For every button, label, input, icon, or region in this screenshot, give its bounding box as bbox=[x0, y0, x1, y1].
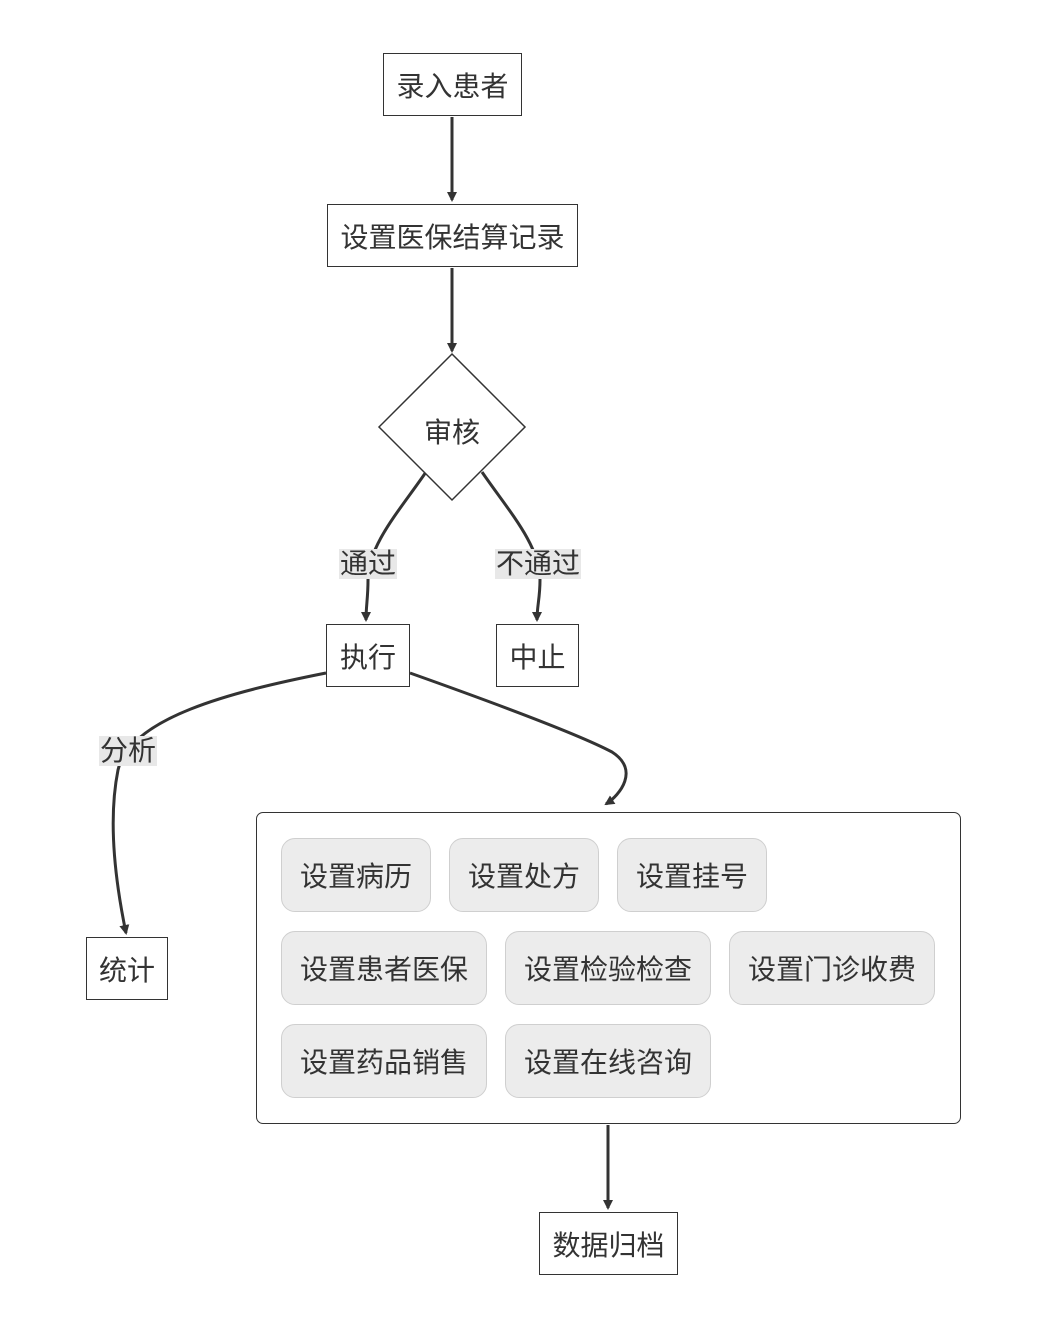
edge-execute-to-group bbox=[409, 671, 628, 806]
edge-label-fail: 不通过 bbox=[495, 547, 582, 580]
edge-review-to-execute bbox=[361, 471, 428, 622]
group-item-patient-insurance: 设置患者医保 bbox=[281, 931, 487, 1005]
node-archive: 数据归档 bbox=[539, 1212, 678, 1275]
node-abort: 中止 bbox=[496, 624, 579, 687]
node-statistics: 统计 bbox=[86, 937, 168, 1000]
group-item-online-consult: 设置在线咨询 bbox=[505, 1024, 711, 1098]
node-review: 审核 bbox=[424, 416, 481, 449]
edge-label-pass: 通过 bbox=[339, 547, 398, 580]
group-item-lab-exam: 设置检验检查 bbox=[505, 931, 711, 1005]
node-set-insurance-settlement: 设置医保结算记录 bbox=[327, 204, 578, 267]
group-item-medical-record: 设置病历 bbox=[281, 838, 431, 912]
edge-review-to-abort bbox=[480, 471, 543, 622]
node-execute: 执行 bbox=[326, 624, 410, 687]
edge-label-analyze: 分析 bbox=[99, 734, 158, 767]
review-decision-diamond bbox=[377, 352, 527, 502]
group-item-prescription: 设置处方 bbox=[449, 838, 599, 912]
group-item-outpatient-fee: 设置门诊收费 bbox=[729, 931, 935, 1005]
group-item-drug-sales: 设置药品销售 bbox=[281, 1024, 487, 1098]
group-item-registration: 设置挂号 bbox=[617, 838, 767, 912]
node-enter-patient: 录入患者 bbox=[383, 53, 522, 116]
